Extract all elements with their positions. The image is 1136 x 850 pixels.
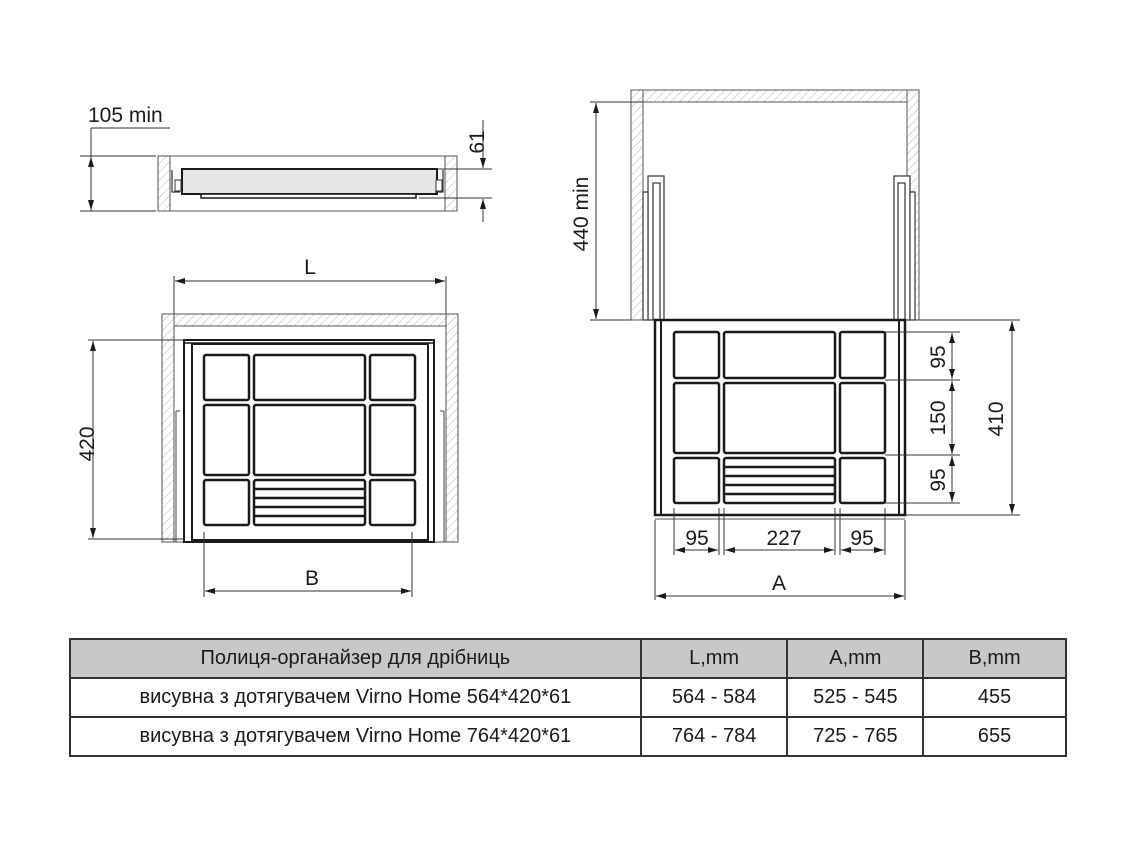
cabinet-depth-label: 440 min	[570, 177, 593, 252]
cell-A: 525 - 545	[786, 677, 925, 718]
cell-B: 455	[922, 677, 1067, 718]
side-section-view: 105 min 61	[80, 104, 492, 222]
cell-L: 764 - 784	[639, 716, 789, 757]
cell-product: висувна з дотягувачем Virno Home 564*420…	[69, 677, 642, 718]
width-L-label: L	[304, 256, 316, 279]
header-L: L,mm	[639, 638, 789, 679]
table-row: висувна з дотягувачем Virno Home 764*420…	[69, 716, 1067, 757]
organizer-depth-label: 410	[985, 401, 1008, 436]
cell-B: 655	[922, 716, 1067, 757]
header-B: B,mm	[922, 638, 1067, 679]
header-A: A,mm	[786, 638, 925, 679]
cell-product: висувна з дотягувачем Virno Home 764*420…	[69, 716, 642, 757]
plan-view-closed: L 420 B	[76, 256, 459, 597]
depth-420-label: 420	[76, 426, 99, 461]
col-width-3: 95	[850, 527, 873, 550]
header-product: Полиця-органайзер для дрібниць	[69, 638, 642, 679]
plan-view-extended: 440 min 95 150 95 410	[570, 89, 1020, 600]
col-width-2: 227	[766, 527, 801, 550]
table-header-row: Полиця-органайзер для дрібниць L,mm A,mm…	[69, 638, 1067, 679]
row-height-3: 95	[927, 468, 950, 491]
spec-table: Полиця-органайзер для дрібниць L,mm A,mm…	[69, 638, 1067, 757]
technical-drawing: 105 min 61	[76, 89, 1020, 600]
cell-L: 564 - 584	[639, 677, 789, 718]
min-height-label: 105 min	[88, 104, 163, 127]
width-B-label: B	[305, 567, 319, 590]
shelf-height-label: 61	[466, 130, 489, 153]
cell-A: 725 - 765	[786, 716, 925, 757]
row-height-1: 95	[927, 345, 950, 368]
width-A-label: A	[772, 572, 786, 595]
table-row: висувна з дотягувачем Virno Home 564*420…	[69, 677, 1067, 718]
col-width-1: 95	[685, 527, 708, 550]
row-height-2: 150	[927, 400, 950, 435]
